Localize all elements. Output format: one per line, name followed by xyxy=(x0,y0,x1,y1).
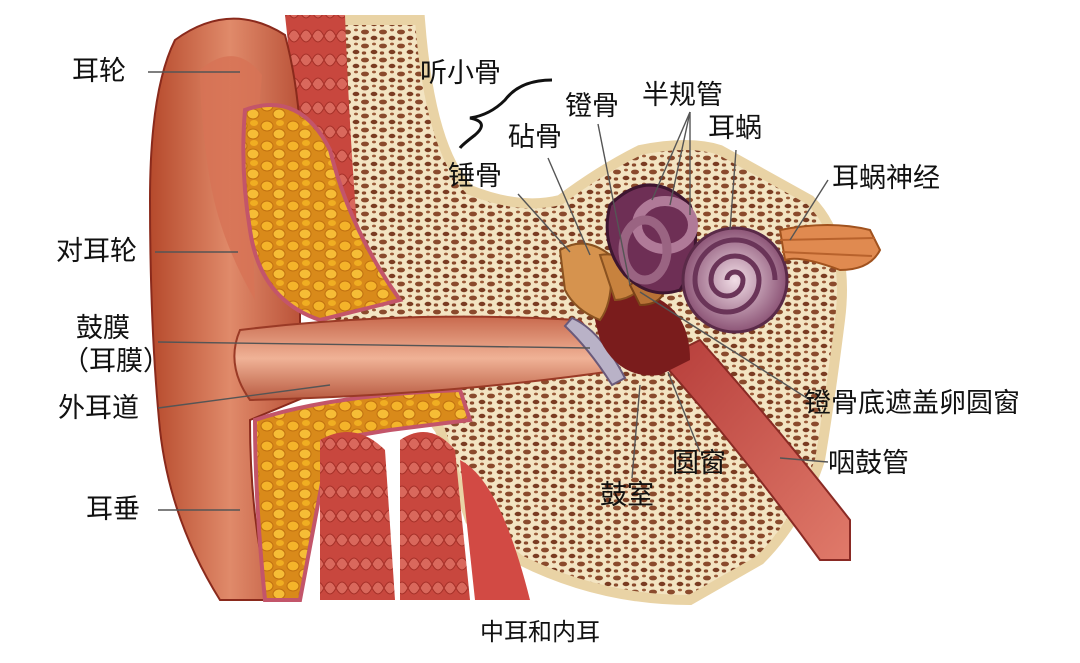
label-incus: 砧骨 xyxy=(508,122,562,153)
label-eardrum-alt: （耳膜） xyxy=(62,346,170,377)
eardrum-shape xyxy=(563,316,627,387)
label-malleus: 锤骨 xyxy=(448,161,502,192)
ear-canal-shape xyxy=(233,315,622,402)
label-eardrum: 鼓膜 xyxy=(76,313,130,344)
label-antihelix: 对耳轮 xyxy=(56,236,137,267)
label-oval-window: 镫骨底遮盖卵圆窗 xyxy=(804,388,1020,419)
diagram-caption: 中耳和内耳 xyxy=(480,618,600,646)
label-helix: 耳轮 xyxy=(72,56,126,87)
label-stapes: 镫骨 xyxy=(565,91,619,122)
muscle-lower-2 xyxy=(400,432,470,600)
muscle-lower-1 xyxy=(320,432,395,600)
malleus-shape xyxy=(558,242,613,322)
label-earlobe: 耳垂 xyxy=(86,494,140,525)
label-tympanic: 鼓室 xyxy=(600,480,654,511)
label-cochlea: 耳蜗 xyxy=(708,113,762,144)
leader-lines xyxy=(148,71,829,511)
label-cochlear-nerve: 耳蜗神经 xyxy=(832,163,940,194)
fat-lower xyxy=(252,387,473,602)
cochlea-shape xyxy=(681,226,789,334)
eustachian-tube-shape xyxy=(658,338,851,561)
label-ear-canal: 外耳道 xyxy=(58,393,139,424)
cochlea-spiral xyxy=(692,237,778,315)
ossicles-bracket xyxy=(458,78,553,149)
label-semicircular: 半规管 xyxy=(642,80,723,111)
label-round-window: 圆窗 xyxy=(672,448,726,479)
label-eustachian: 咽鼓管 xyxy=(828,448,909,479)
label-ossicles: 听小骨 xyxy=(420,58,501,89)
tympanic-cavity xyxy=(590,288,690,376)
muscle-lower-3 xyxy=(460,460,530,600)
cochlear-nerve-shape xyxy=(778,224,882,272)
fat-upper xyxy=(241,103,404,323)
